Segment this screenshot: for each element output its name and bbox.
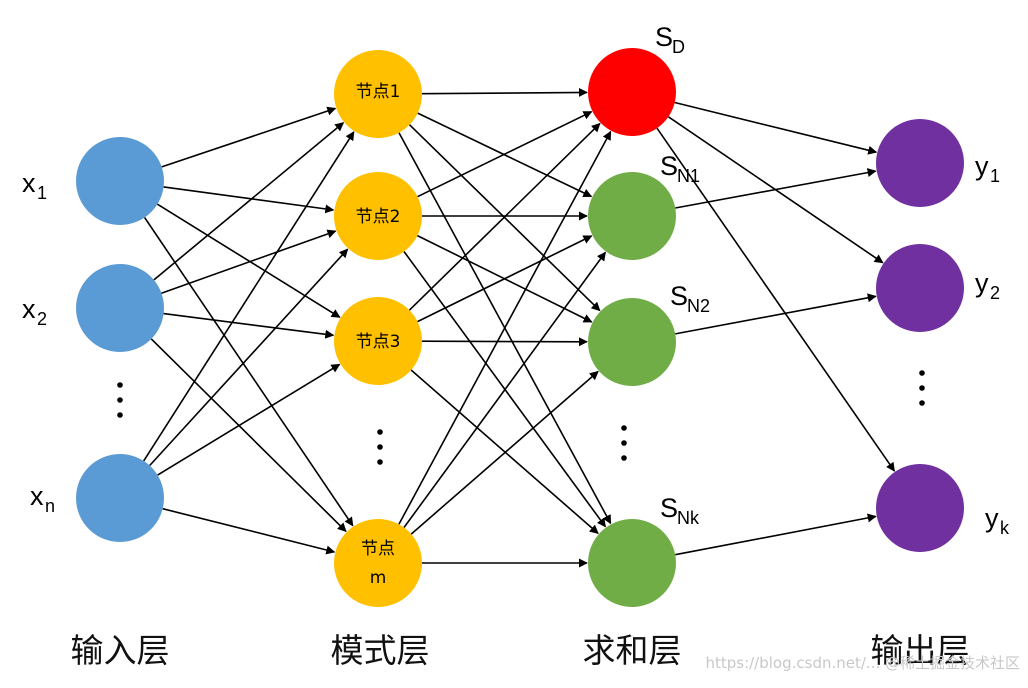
input-node-x1	[76, 137, 164, 225]
edge-pattern-node-m-to-sum-node-sd	[398, 130, 612, 525]
pattern-node-3-label: 节点3	[356, 332, 401, 352]
svg-text:x: x	[22, 294, 36, 324]
svg-text:y: y	[975, 268, 989, 298]
svg-text:x: x	[22, 168, 36, 198]
pattern-node-m	[334, 519, 422, 607]
pattern-node-m-label-line1: 节点	[361, 539, 395, 559]
input-node-xn	[76, 454, 164, 542]
svg-text:Nk: Nk	[677, 508, 700, 528]
output-ellipsis	[919, 370, 925, 406]
sum-node-snk	[588, 519, 676, 607]
edge-pattern-node-2-to-sum-node-sd	[417, 110, 593, 198]
sum-node-sn2	[588, 298, 676, 386]
svg-text:1: 1	[37, 183, 47, 203]
output-label-y1: y 1	[975, 151, 1000, 186]
svg-text:S: S	[670, 281, 688, 311]
edge-input-node-x1-to-pattern-node-1	[161, 106, 337, 168]
pattern-node-3	[334, 297, 422, 385]
svg-text:2: 2	[990, 283, 1000, 303]
edge-sum-node-sn1-to-output-node-y1	[675, 168, 877, 209]
output-label-yk: y k	[985, 503, 1010, 538]
edge-pattern-node-3-to-sum-node-sn2	[421, 337, 588, 347]
edge-pattern-node-m-to-sum-node-sn2	[410, 370, 599, 535]
summation-ellipsis	[621, 425, 627, 461]
sum-node-sn1	[588, 172, 676, 260]
layer-title-summation: 求和层	[583, 631, 682, 670]
input-label-x2: x 2	[22, 294, 47, 329]
output-label-y2: y 2	[975, 268, 1000, 303]
layer-title-input: 输入层	[71, 631, 170, 670]
edge-input-node-x1-to-pattern-node-m	[143, 217, 354, 527]
svg-text:S: S	[660, 493, 678, 523]
pattern-node-1-label: 节点1	[356, 82, 401, 102]
pattern-node-2-label: 节点2	[356, 207, 401, 227]
input-node-x2	[76, 264, 164, 352]
edge-input-node-x2-to-pattern-node-2	[161, 229, 337, 294]
edge-sum-node-sd-to-output-node-yk	[656, 127, 896, 472]
svg-text:S: S	[655, 22, 673, 52]
svg-text:2: 2	[37, 309, 47, 329]
edge-input-node-xn-to-pattern-node-m	[162, 507, 336, 555]
svg-text:x: x	[30, 481, 44, 511]
svg-text:N2: N2	[687, 296, 710, 316]
svg-text:y: y	[985, 503, 999, 533]
svg-text:y: y	[975, 151, 989, 181]
output-node-y2	[876, 244, 964, 332]
input-label-xn: x n	[30, 481, 55, 516]
svg-text:D: D	[672, 37, 685, 57]
svg-text:S: S	[660, 151, 678, 181]
svg-text:k: k	[1000, 518, 1010, 538]
edge-input-node-x1-to-pattern-node-2	[163, 186, 335, 214]
svg-text:1: 1	[990, 166, 1000, 186]
sum-label-snk: S Nk	[660, 493, 700, 528]
edge-pattern-node-3-to-sum-node-sd	[408, 122, 601, 311]
edge-input-node-xn-to-pattern-node-1	[143, 131, 355, 462]
svg-text:N1: N1	[677, 166, 700, 186]
sum-node-sd	[588, 48, 676, 136]
layer-title-pattern: 模式层	[331, 631, 430, 670]
edge-input-node-x2-to-pattern-node-3	[163, 312, 335, 339]
input-ellipsis	[117, 382, 123, 418]
edge-input-node-x1-to-pattern-node-3	[156, 203, 341, 318]
edge-sum-node-snk-to-output-node-yk	[675, 513, 877, 556]
edge-input-node-x2-to-pattern-node-1	[153, 122, 345, 281]
pattern-node-2	[334, 172, 422, 260]
svg-text:n: n	[45, 496, 55, 516]
edge-input-node-xn-to-pattern-node-2	[149, 248, 349, 467]
output-node-y1	[876, 119, 964, 207]
edge-pattern-node-m-to-sum-node-sn1	[403, 251, 607, 528]
edge-pattern-node-3-to-sum-node-sn1	[417, 235, 593, 323]
pattern-node-1	[334, 50, 422, 138]
output-node-yk	[876, 464, 964, 552]
edge-input-node-x2-to-pattern-node-m	[150, 338, 347, 533]
edge-pattern-node-3-to-sum-node-snk	[410, 369, 599, 535]
watermark: https://blog.csdn.net/... @稀土掘金技术社区	[705, 654, 1020, 672]
sum-label-sn1: S N1	[660, 151, 700, 186]
input-label-x1: x 1	[22, 168, 47, 203]
edge-sum-node-sd-to-output-node-y1	[674, 101, 878, 155]
connections	[143, 87, 896, 568]
edge-input-node-xn-to-pattern-node-3	[157, 363, 341, 476]
sum-label-sd: S D	[655, 22, 685, 57]
edge-sum-node-sn2-to-output-node-y2	[675, 293, 877, 335]
layer-title-output: 输出层	[871, 631, 970, 670]
edge-pattern-node-1-to-sum-node-sd	[421, 87, 588, 97]
sum-label-sn2: S N2	[670, 281, 710, 316]
nodes	[76, 48, 964, 607]
pattern-node-m-label-line2: m	[370, 568, 387, 588]
pattern-ellipsis	[377, 429, 383, 465]
